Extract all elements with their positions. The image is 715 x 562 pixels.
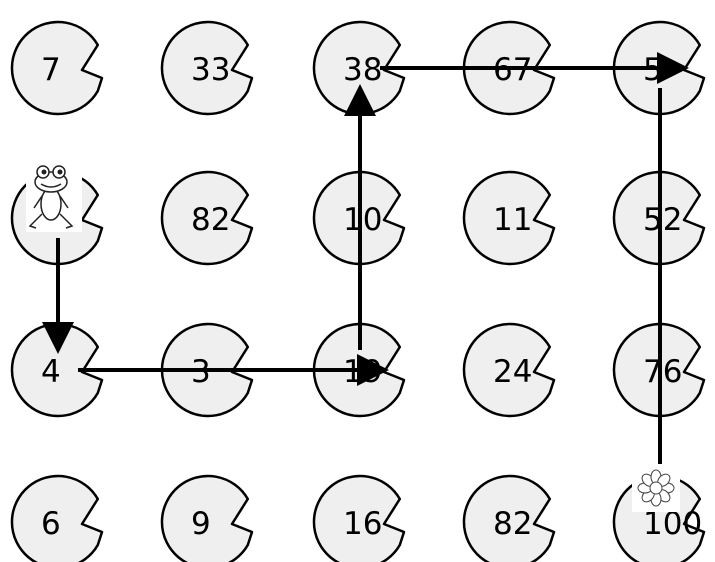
lily-pad: 9 [162, 476, 252, 562]
lily-pad: 16 [314, 476, 404, 562]
pad-number: 4 [41, 354, 61, 390]
pad-number: 33 [191, 52, 230, 88]
frog-icon [26, 156, 82, 232]
pad-number: 9 [191, 506, 211, 542]
lily-pad: 33 [162, 22, 252, 114]
lily-pad: 7 [12, 22, 102, 114]
pad-number: 24 [493, 354, 532, 390]
lily-pad: 6 [12, 476, 102, 562]
path-arrows [58, 68, 685, 502]
lily-pad: 11 [464, 172, 554, 264]
pad-number: 11 [493, 202, 532, 238]
pad-number: 82 [493, 506, 532, 542]
pad-number: 38 [343, 52, 382, 88]
lily-pad: 24 [464, 324, 554, 416]
pad-number: 6 [41, 506, 61, 542]
pad-number: 10 [343, 202, 382, 238]
lily-pads: 733386758210115243192476691682100 [12, 22, 704, 562]
lily-pad: 82 [162, 172, 252, 264]
pad-number: 82 [191, 202, 230, 238]
lily-pad: 82 [464, 476, 554, 562]
pad-number: 76 [643, 354, 682, 390]
pad-number: 52 [643, 202, 682, 238]
pad-number: 7 [41, 52, 61, 88]
flower-icon [632, 464, 680, 512]
pad-number: 16 [343, 506, 382, 542]
